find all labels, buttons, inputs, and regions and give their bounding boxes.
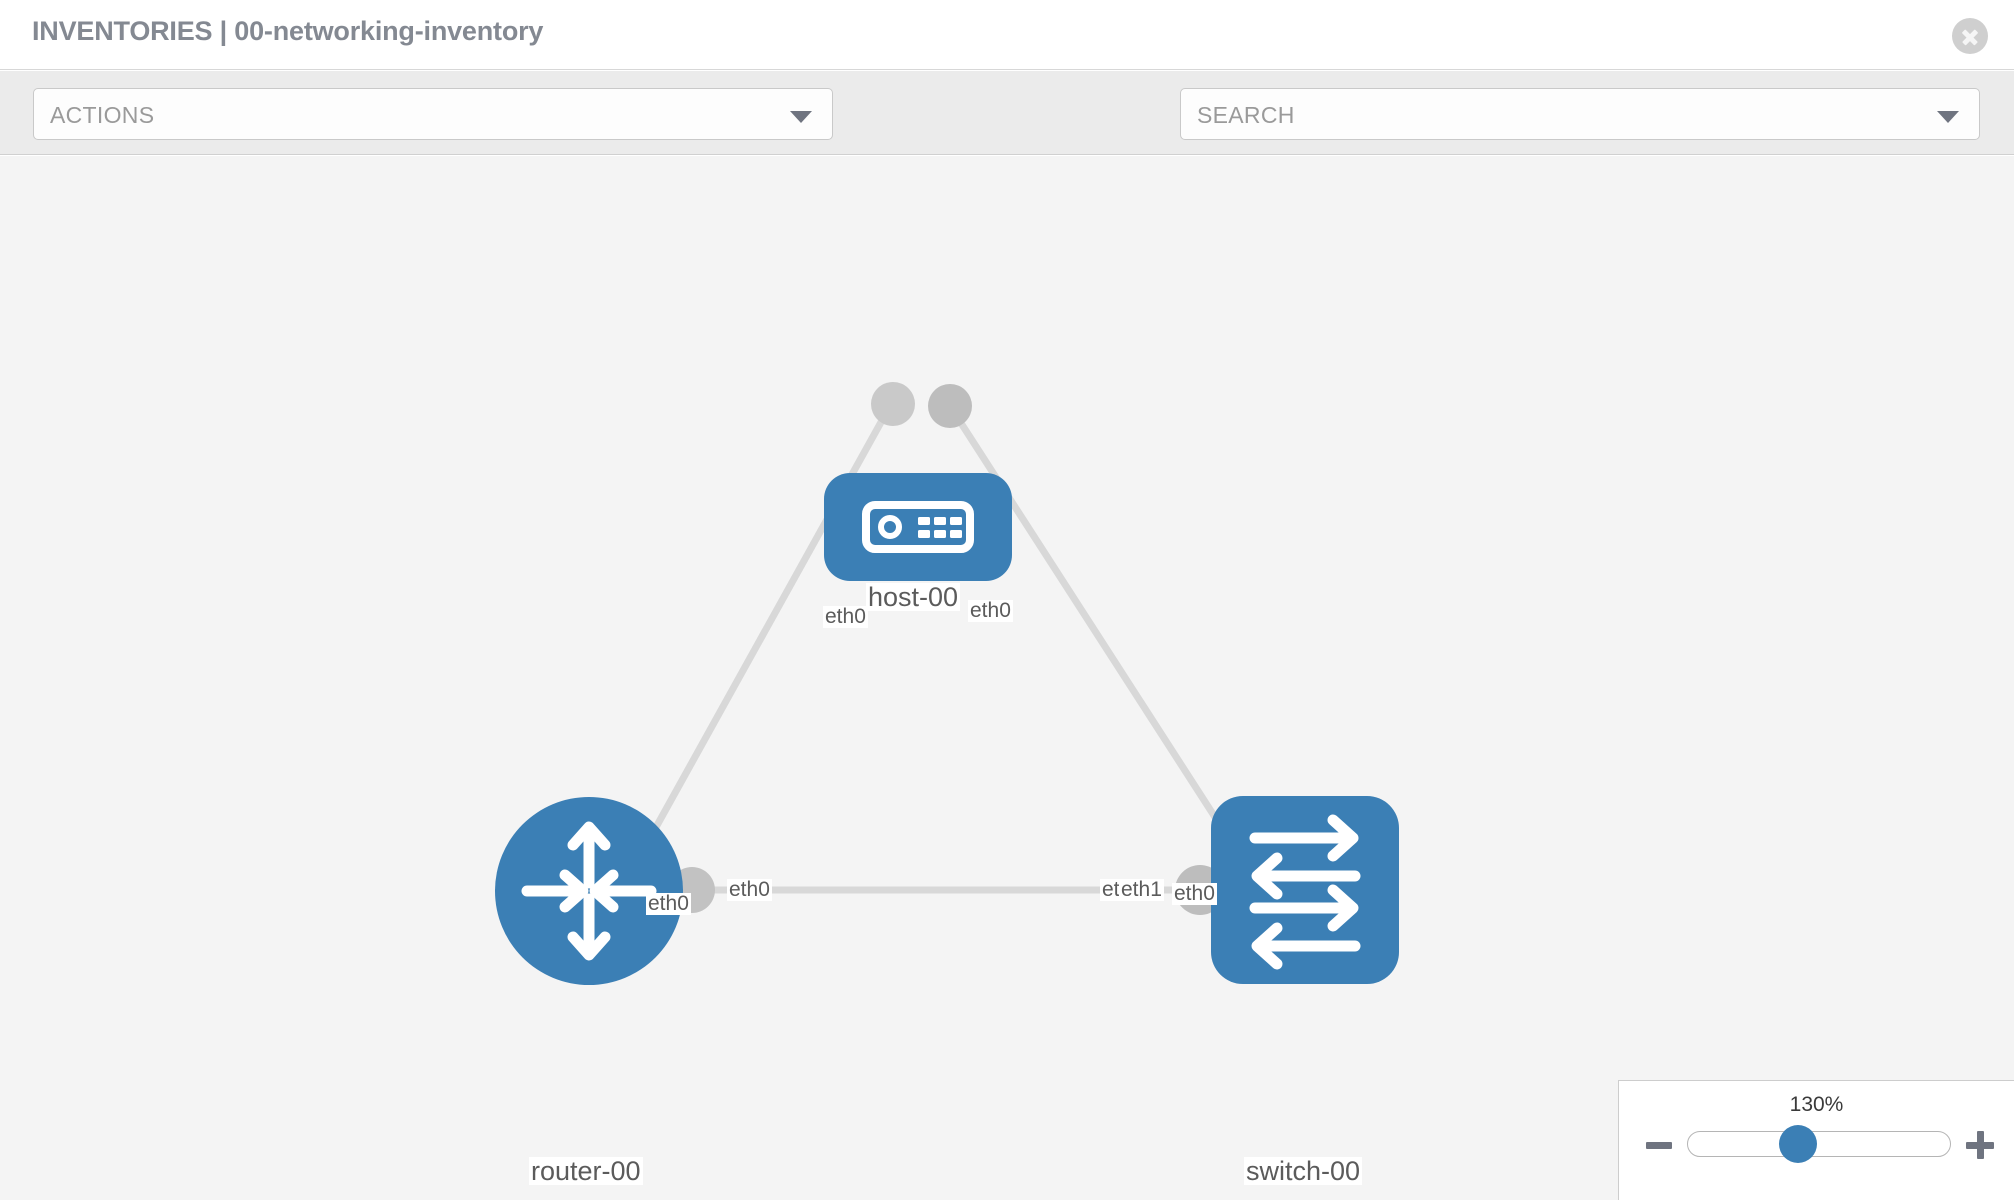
chevron-down-icon [1937, 111, 1959, 123]
node-switch-00[interactable] [1211, 796, 1399, 984]
toolbar: ACTIONS SEARCH [0, 71, 2014, 198]
edge-label-switch-left: eth1 [1119, 878, 1164, 902]
zoom-slider-thumb[interactable] [1779, 1125, 1817, 1163]
port-host-right [928, 384, 972, 428]
node-router-00[interactable] [495, 797, 683, 985]
actions-dropdown-label: ACTIONS [50, 102, 155, 128]
edge-label-host-right: eth0 [968, 599, 1013, 623]
close-icon[interactable] [1952, 18, 1988, 54]
link-host-switch [947, 404, 1243, 858]
zoom-control-panel: 130% [1618, 1080, 2014, 1200]
chevron-down-icon [790, 111, 812, 123]
search-placeholder: SEARCH [1197, 102, 1295, 128]
edge-label-router-up: eth0 [646, 892, 691, 916]
topology-graph [495, 382, 1399, 985]
zoom-in-button[interactable] [1964, 1129, 1996, 1161]
search-input[interactable]: SEARCH [1180, 88, 1980, 140]
zoom-out-button[interactable] [1643, 1129, 1675, 1161]
page-title: INVENTORIES | 00-networking-inventory [32, 16, 544, 46]
node-label-router-00: router-00 [529, 1156, 643, 1186]
topology-canvas[interactable]: host-00 router-00 switch-00 eth0 eth0 et… [0, 156, 2014, 1200]
node-label-host-00: host-00 [866, 582, 961, 612]
node-label-switch-00: switch-00 [1244, 1156, 1363, 1186]
zoom-level-value: 130% [1789, 1093, 1844, 1116]
page-header: INVENTORIES | 00-networking-inventory [0, 0, 2014, 70]
edge-label-host-left: eth0 [823, 605, 868, 629]
zoom-slider-track[interactable] [1687, 1131, 1951, 1157]
edge-label-router-right: eth0 [727, 878, 772, 902]
actions-dropdown[interactable]: ACTIONS [33, 88, 833, 140]
port-host-left [871, 382, 915, 426]
edge-label-switch-up: eth0 [1172, 882, 1217, 906]
node-host-00[interactable] [824, 473, 1012, 581]
